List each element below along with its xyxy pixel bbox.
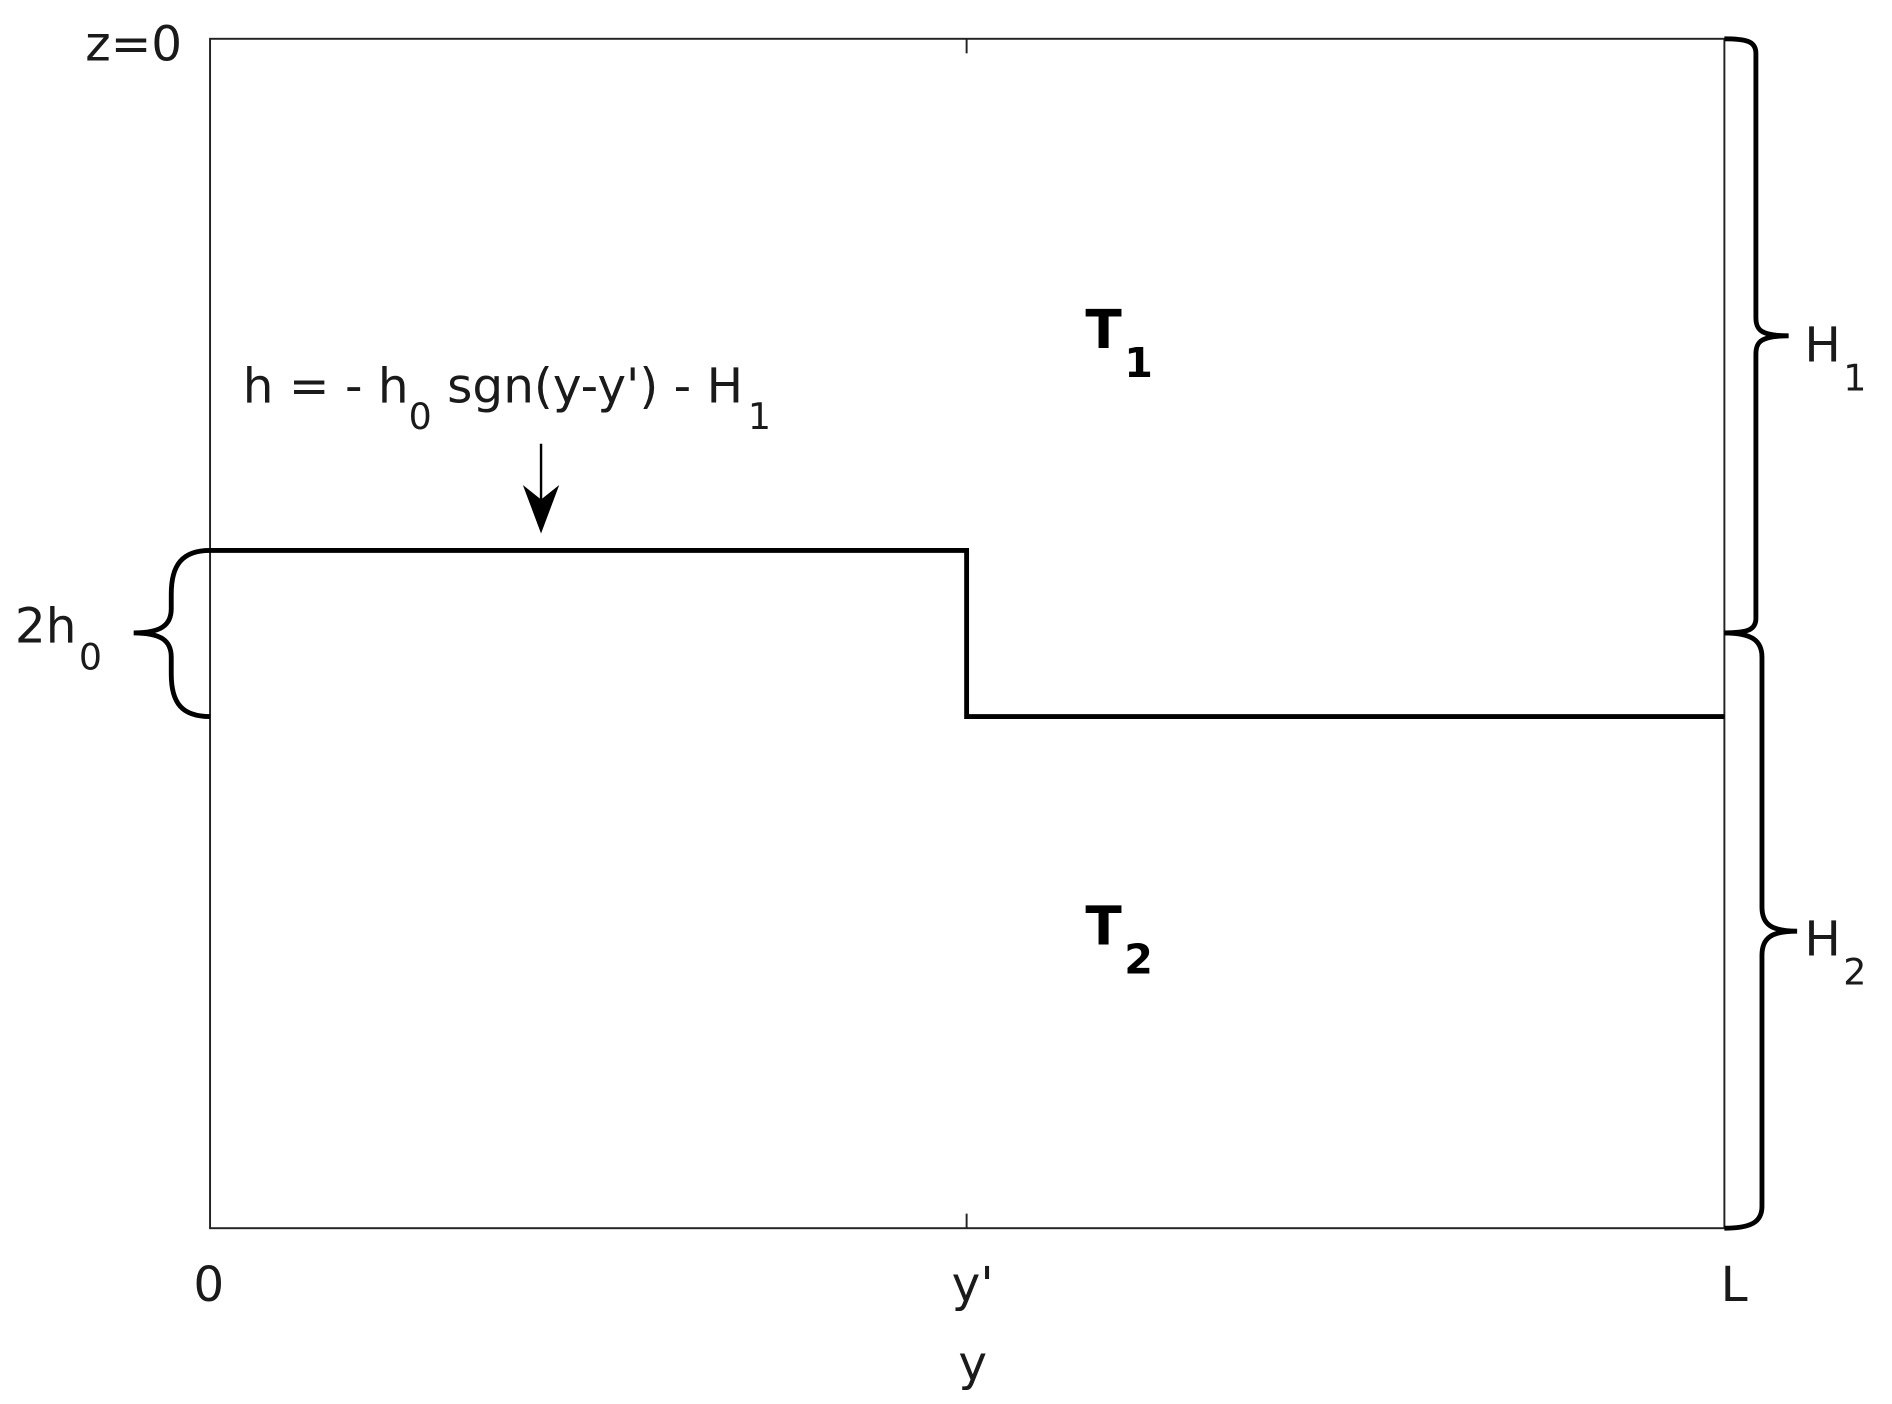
brace-h2-label: H2 <box>1804 911 1866 993</box>
brace-h2 <box>1724 630 1798 1231</box>
z-zero-label: z=0 <box>85 17 182 73</box>
region-t2-label: T2 <box>1085 894 1153 983</box>
brace-h1 <box>1724 36 1789 636</box>
interface-equation-label: h = - h0 sgn(y-y') - H1 <box>243 359 771 439</box>
region-t1-label: T1 <box>1085 298 1153 387</box>
brace-left <box>133 548 211 719</box>
arrow-head-icon <box>522 484 560 534</box>
x-tick-L: L <box>1721 1257 1748 1313</box>
x-tick-0: 0 <box>193 1257 224 1313</box>
interface-step-line <box>210 548 1725 719</box>
x-axis-label: y <box>958 1336 987 1392</box>
brace-h1-label: H1 <box>1804 317 1866 399</box>
x-tick-yprime: y' <box>952 1257 994 1313</box>
brace-left-label: 2h0 <box>15 599 102 679</box>
